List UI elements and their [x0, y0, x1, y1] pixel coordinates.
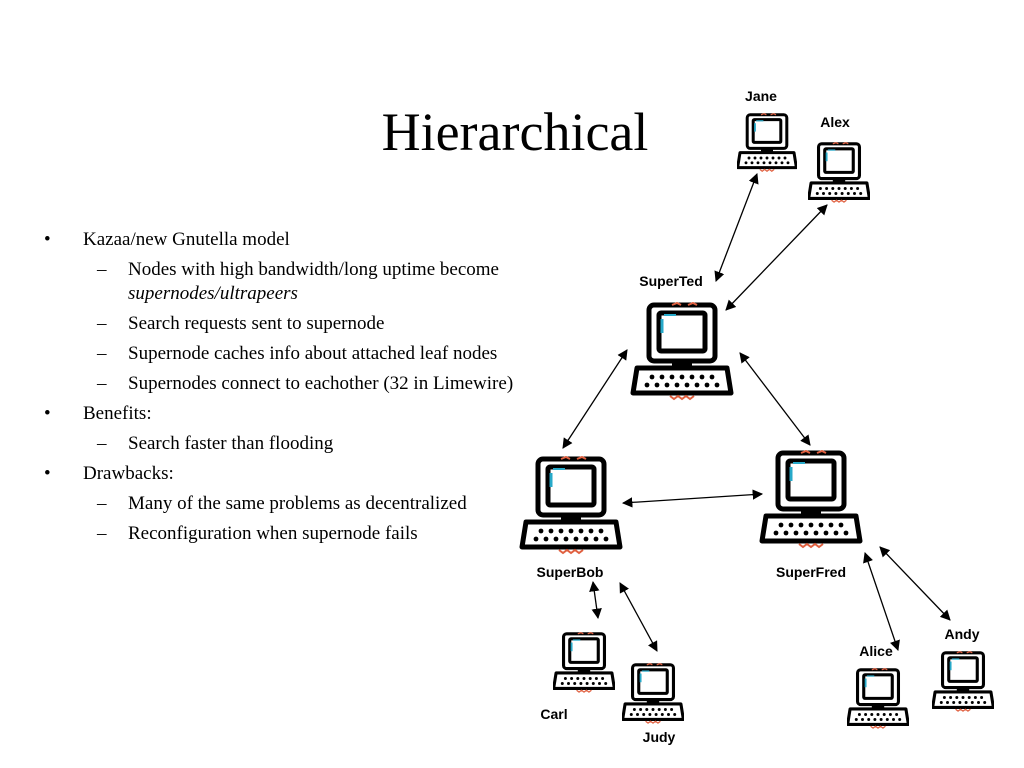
link-superbob-carl	[589, 580, 602, 620]
slide-title: Hierarchical	[381, 102, 649, 162]
link-superfred-alice	[863, 552, 900, 651]
node-label-superted: SuperTed	[639, 273, 703, 289]
bullet-item: • Benefits:	[40, 402, 520, 426]
sub-bullet-text: Supernode caches info about attached lea…	[128, 343, 498, 364]
link-superbob-judy	[619, 582, 658, 652]
node-label-superfred: SuperFred	[776, 564, 846, 580]
bullet-marker: •	[44, 229, 51, 250]
sub-bullet-text: Search requests sent to supernode	[128, 313, 385, 334]
sub-bullet-item: – Supernodes connect to eachother (32 in…	[40, 372, 520, 396]
computer-icon-carl	[553, 632, 615, 694]
sub-bullet-marker: –	[97, 259, 107, 280]
bullet-marker: •	[44, 403, 51, 424]
sub-bullet-marker: –	[97, 493, 107, 514]
bullet-marker: •	[44, 463, 51, 484]
bullet-text: Drawbacks:	[83, 463, 174, 484]
computer-icon-alice	[847, 668, 909, 730]
sub-bullet-text: Search faster than flooding	[128, 433, 334, 454]
sub-bullet-marker: –	[97, 343, 107, 364]
computer-icon-judy	[622, 663, 684, 725]
sub-bullet-item: – Nodes with high bandwidth/long uptime …	[40, 258, 520, 306]
link-superbob-superfred	[621, 489, 764, 508]
link-jane-superted	[714, 173, 759, 282]
sub-bullet-marker: –	[97, 523, 107, 544]
computer-icon-andy	[932, 651, 994, 713]
sub-bullet-marker: –	[97, 433, 107, 454]
sub-bullet-text: Many of the same problems as decentraliz…	[128, 493, 467, 514]
sub-bullet-text: Reconfiguration when supernode fails	[128, 523, 418, 544]
node-label-judy: Judy	[643, 729, 676, 745]
sub-bullet-marker: –	[97, 373, 107, 394]
sub-bullet-item: – Reconfiguration when supernode fails	[40, 522, 520, 546]
bullet-text: Kazaa/new Gnutella model	[83, 229, 290, 250]
sub-bullet-item: – Many of the same problems as decentral…	[40, 492, 520, 516]
computer-icon-superbob	[522, 457, 620, 553]
node-label-jane: Jane	[745, 88, 777, 104]
node-label-alex: Alex	[820, 114, 850, 130]
sub-bullet-item: – Search requests sent to supernode	[40, 312, 520, 336]
link-superted-superbob	[562, 349, 628, 449]
node-label-carl: Carl	[540, 706, 567, 722]
link-superted-superfred	[739, 352, 811, 446]
sub-bullet-marker: –	[97, 313, 107, 334]
computer-icon-superfred	[762, 451, 860, 547]
bullet-text: Benefits:	[83, 403, 152, 424]
bullet-item: • Drawbacks:	[40, 462, 520, 486]
node-label-andy: Andy	[945, 626, 980, 642]
bullet-list: • Kazaa/new Gnutella model – Nodes with …	[40, 228, 520, 552]
sub-bullet-emphasis: supernodes/ultrapeers	[128, 283, 298, 304]
computer-icon-superted	[633, 303, 731, 399]
computer-icon-jane	[737, 112, 797, 173]
link-superfred-andy	[879, 546, 951, 621]
sub-bullet-item: – Search faster than flooding	[40, 432, 520, 456]
bullet-item: • Kazaa/new Gnutella model	[40, 228, 520, 252]
link-alex-superted	[725, 204, 828, 311]
sub-bullet-text: Supernodes connect to eachother (32 in L…	[128, 373, 514, 394]
computer-icon-alex	[808, 142, 870, 204]
node-label-superbob: SuperBob	[537, 564, 604, 580]
node-label-alice: Alice	[859, 643, 893, 659]
sub-bullet-text: Nodes with high bandwidth/long uptime be…	[128, 259, 499, 280]
sub-bullet-item: – Supernode caches info about attached l…	[40, 342, 520, 366]
